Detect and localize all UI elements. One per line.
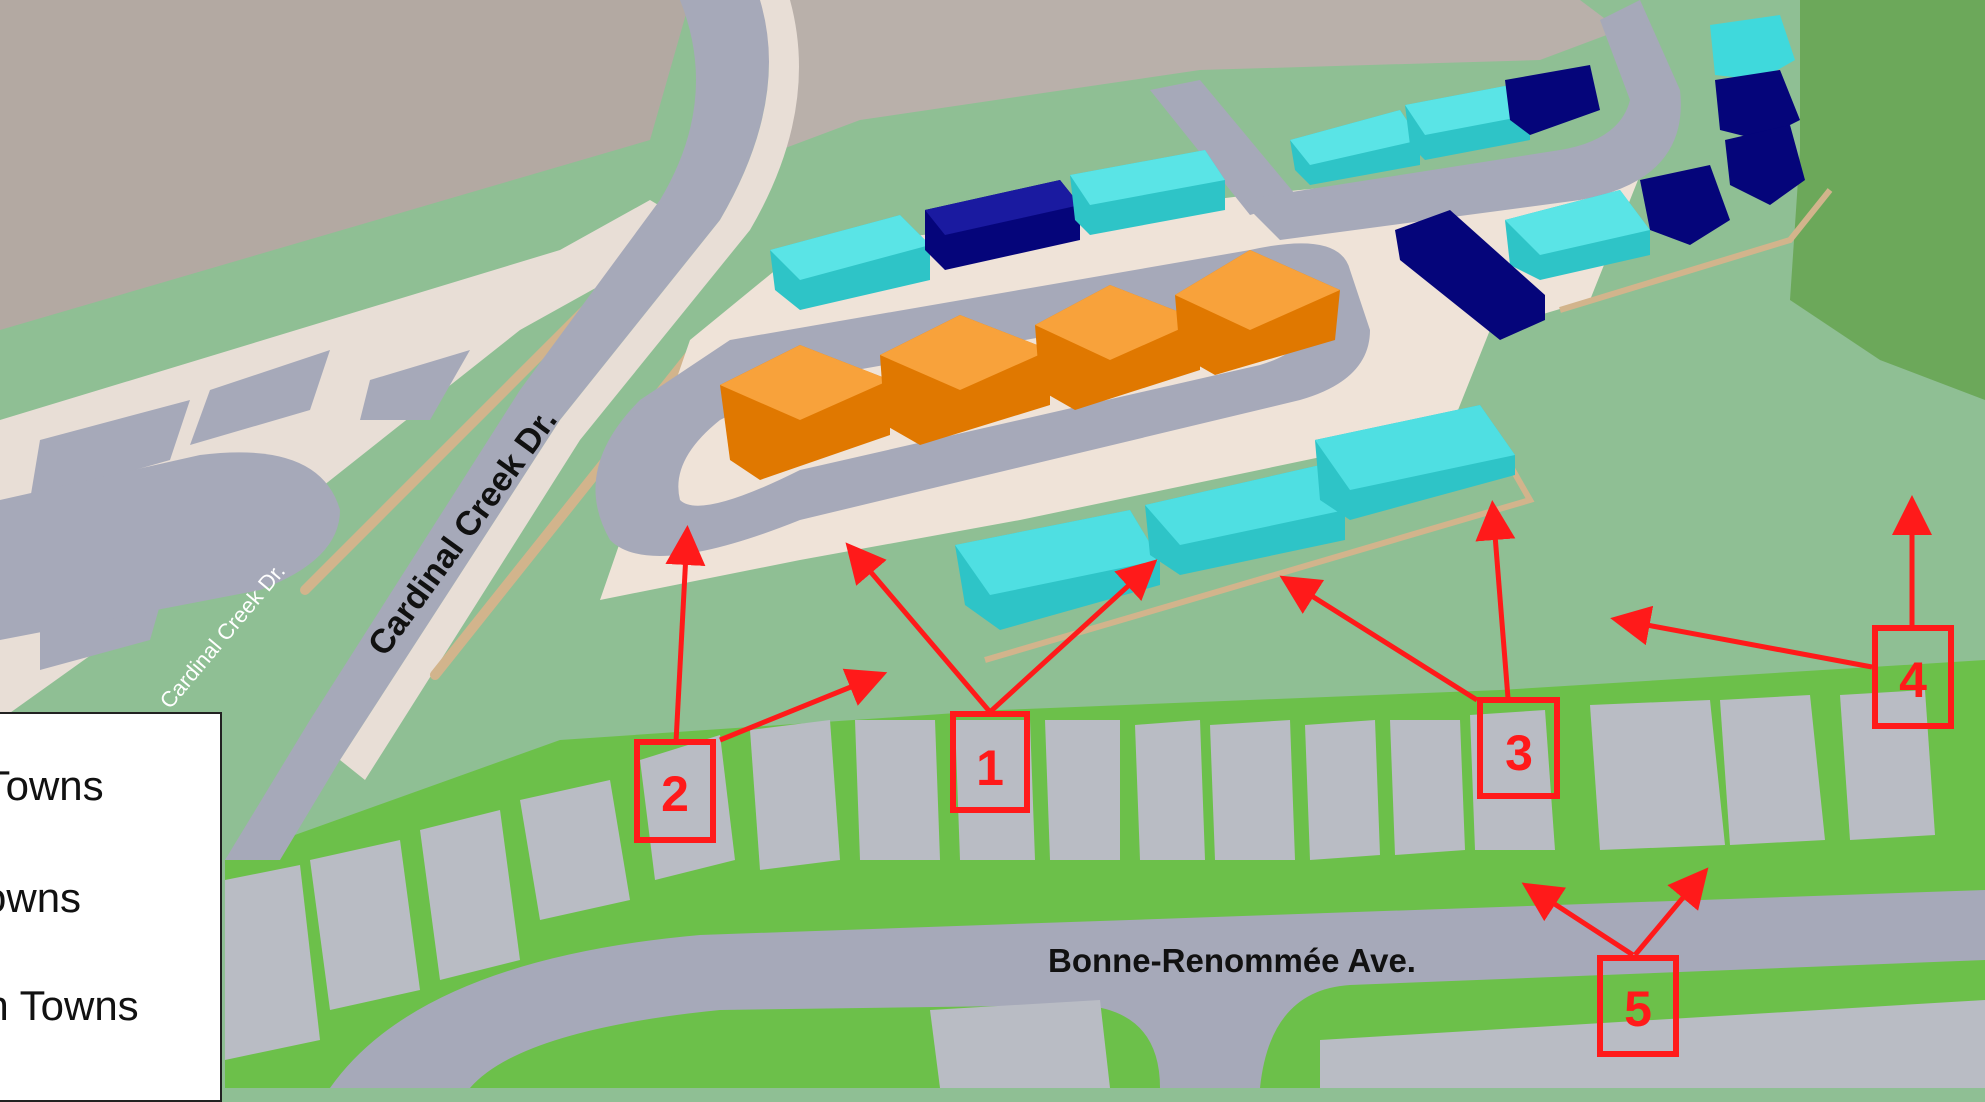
- arrow-5b: [1633, 867, 1709, 957]
- existing-home: [955, 720, 1035, 860]
- cyan-town: [1710, 15, 1795, 80]
- parking-stall: [30, 400, 190, 500]
- existing-home: [1210, 720, 1295, 860]
- cyan-town: [1505, 190, 1650, 280]
- existing-homes-row: [225, 690, 1935, 1060]
- svg-text:1: 1: [976, 740, 1004, 796]
- orange-town: [1035, 285, 1200, 410]
- svg-text:2: 2: [661, 766, 689, 822]
- navy-town: [1505, 65, 1600, 135]
- cyan-town: [1315, 405, 1515, 520]
- existing-home: [855, 720, 940, 860]
- map-legend: t Towns Towns an Towns: [0, 712, 222, 1102]
- existing-home: [1045, 720, 1120, 860]
- callout-arrows: [665, 495, 1932, 958]
- existing-home: [1135, 720, 1205, 860]
- fence: [1559, 188, 1833, 313]
- parking-stall: [360, 350, 470, 420]
- arrow-1a: [845, 542, 992, 714]
- north-row-towns: [770, 150, 1225, 310]
- svg-text:5: 5: [1624, 981, 1652, 1037]
- orange-towns-block: [720, 250, 1340, 480]
- callout-box-3: 3: [1477, 697, 1560, 799]
- north-connector-road: [1150, 80, 1300, 215]
- south-row-towns: [955, 405, 1515, 630]
- park-area: [1790, 0, 1985, 400]
- cyan-town: [1405, 85, 1530, 160]
- fence: [300, 305, 590, 595]
- existing-home: [1320, 1000, 1985, 1088]
- road-label-bonne-renommee: Bonne-Renommée Ave.: [1048, 942, 1416, 979]
- arrow-3b: [1475, 500, 1516, 699]
- existing-home: [1470, 710, 1555, 850]
- north-east-road: [1240, 0, 1681, 240]
- east-column-towns: [1640, 15, 1805, 245]
- parking-stall: [190, 350, 330, 445]
- navy-town: [925, 180, 1080, 270]
- existing-home: [930, 1000, 1110, 1088]
- existing-home: [750, 720, 840, 870]
- cyan-town: [770, 215, 930, 310]
- legend-item: Towns: [0, 874, 82, 921]
- north-east-row-towns: [1290, 65, 1600, 185]
- existing-home: [1840, 690, 1935, 840]
- fence: [984, 463, 1535, 663]
- callout-box-2: 2: [634, 739, 716, 843]
- orange-town: [720, 345, 890, 480]
- cul-de-sac-west: [0, 452, 340, 640]
- arrow-3a: [1279, 575, 1479, 703]
- svg-text:3: 3: [1505, 725, 1533, 781]
- arrow-5a: [1521, 882, 1635, 958]
- existing-home: [310, 840, 420, 1010]
- legend-item: t Towns: [0, 762, 104, 809]
- bonne-renommee-road: [330, 890, 1985, 1088]
- existing-home: [1390, 720, 1465, 855]
- existing-home: [1305, 720, 1380, 860]
- existing-home: [225, 865, 320, 1060]
- vacant-lot-north: [760, 0, 1620, 150]
- callout-box-5: 5: [1597, 955, 1679, 1057]
- existing-home: [1720, 695, 1825, 845]
- cardinal-creek-road: [225, 0, 769, 860]
- road-sidewalk-east: [340, 0, 799, 780]
- orange-town: [1175, 250, 1340, 375]
- cyan-town: [955, 510, 1160, 630]
- callout-box-4: 4: [1872, 625, 1954, 729]
- callout-box-1: 1: [950, 711, 1030, 813]
- internal-loop-road: [595, 243, 1370, 557]
- legend-item: an Towns: [0, 982, 139, 1029]
- navy-town: [1395, 210, 1545, 340]
- lawn: [600, 1015, 880, 1088]
- navy-town: [1725, 125, 1805, 205]
- svg-text:4: 4: [1899, 652, 1927, 708]
- navy-town: [1715, 70, 1800, 140]
- cyan-town: [1290, 110, 1420, 185]
- navy-town: [1640, 165, 1730, 245]
- vacant-lot-west: [0, 0, 690, 330]
- arrow-4a: [1610, 605, 1873, 670]
- east-lower-towns: [1395, 190, 1650, 340]
- cyan-town: [1070, 150, 1225, 235]
- arrow-2a: [665, 525, 706, 743]
- existing-home: [1590, 700, 1725, 850]
- cyan-town: [1145, 465, 1345, 575]
- existing-home: [420, 810, 520, 980]
- arrow-1b: [988, 559, 1158, 714]
- existing-home: [520, 780, 630, 920]
- arrow-2b: [719, 668, 888, 743]
- orange-town: [880, 315, 1050, 445]
